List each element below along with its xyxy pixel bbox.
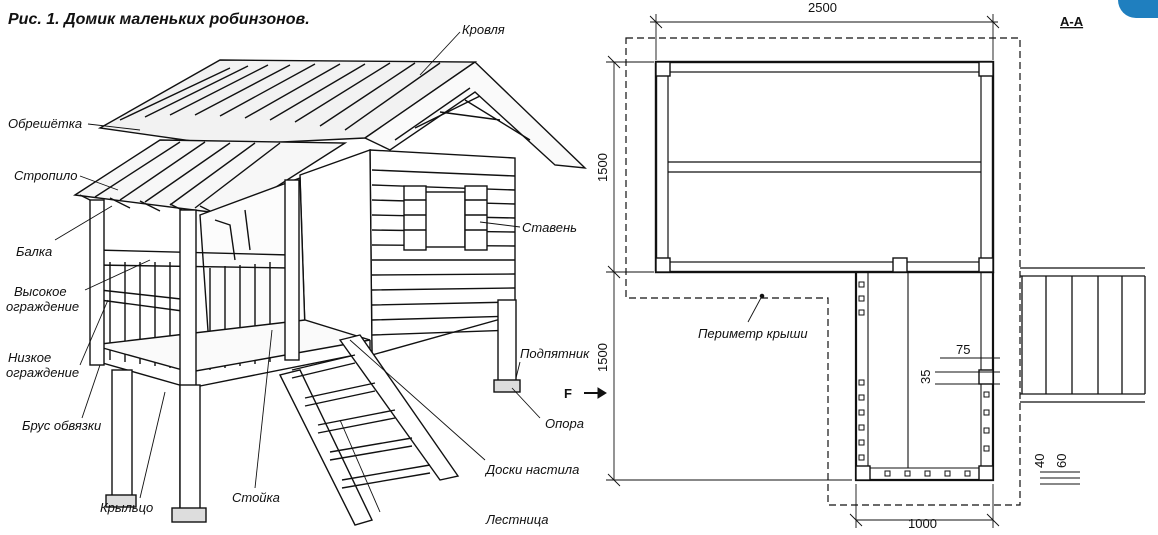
section-label: А-А: [1060, 14, 1084, 29]
figure-title: Рис. 1. Домик маленьких робинзонов.: [8, 11, 310, 28]
diagram-text: Рис. 1. Домик маленьких робинзонов. Кров…: [6, 0, 1084, 531]
label-shutter: Ставень: [522, 220, 577, 235]
label-high-railing-line1: Высокое: [14, 284, 67, 299]
corner-accent: [1118, 0, 1158, 18]
label-post: Стойка: [232, 490, 280, 505]
label-post-base: Подпятник: [520, 346, 590, 361]
dim-width-bottom: 1000: [908, 516, 937, 531]
label-porch: Крыльцо: [100, 500, 153, 515]
label-high-railing-line2: ограждение: [6, 299, 79, 314]
house-illustration: [73, 59, 587, 526]
dim-40: 40: [1032, 454, 1047, 468]
dim-height-upper: 1500: [595, 153, 610, 182]
leader-lines: [54, 31, 541, 513]
label-roof-perimeter: Периметр крыши: [698, 326, 808, 341]
label-ladder: Лестница: [485, 512, 549, 527]
plan-view: [584, 14, 1146, 528]
label-low-railing-line2: ограждение: [6, 365, 79, 380]
label-beam: Балка: [16, 244, 52, 259]
label-support: Опора: [545, 416, 584, 431]
view-marker: F: [564, 386, 572, 401]
label-strapping-beam: Брус обвязки: [22, 418, 101, 433]
label-deck-boards: Доски настила: [484, 462, 579, 477]
label-rafter: Стропило: [14, 168, 77, 183]
label-low-railing-line1: Низкое: [8, 350, 51, 365]
dim-60: 60: [1054, 454, 1069, 468]
label-roof: Кровля: [462, 22, 505, 37]
dim-75: 75: [956, 342, 970, 357]
label-lathing: Обрешётка: [8, 116, 82, 131]
dim-height-lower: 1500: [595, 343, 610, 372]
dim-width-top: 2500: [808, 0, 837, 15]
dim-35: 35: [918, 370, 933, 384]
